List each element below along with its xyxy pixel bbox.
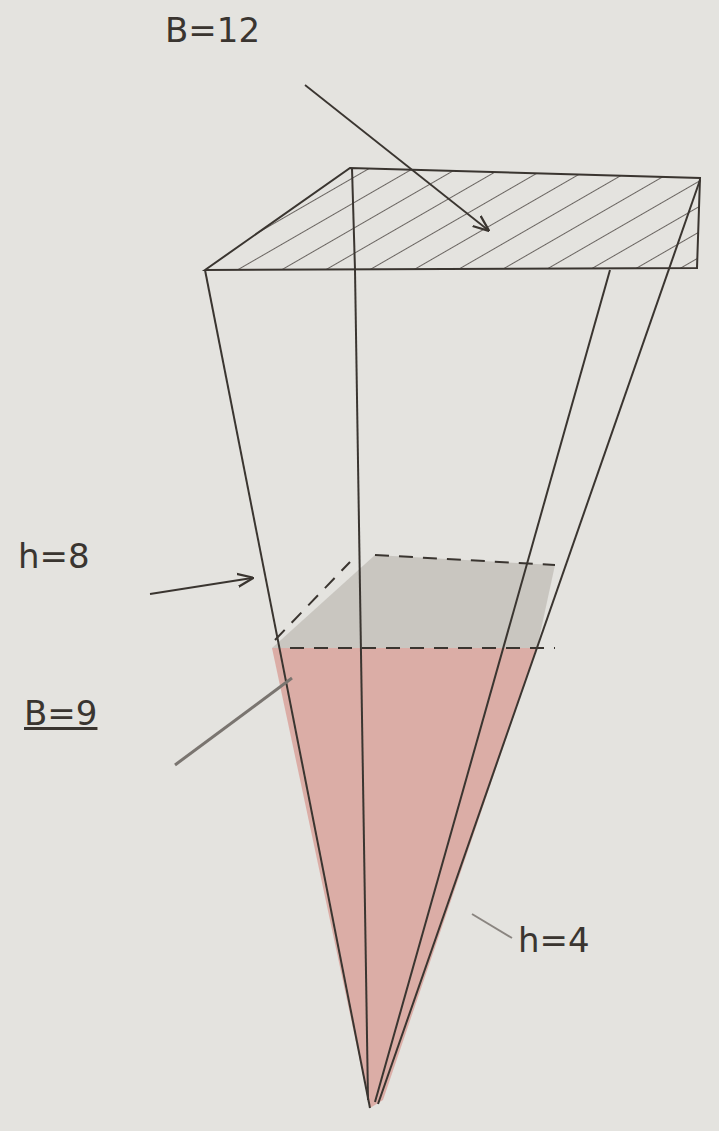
liquid <box>272 648 537 1108</box>
liquid-level <box>275 555 555 648</box>
liquid-surface <box>272 555 555 648</box>
leader-lines <box>150 85 512 938</box>
height-label: h=8 <box>18 538 90 575</box>
pyramid-edges <box>205 168 700 1108</box>
base-area-label: B=12 <box>165 12 260 49</box>
base-area-label: B=9 <box>24 695 97 732</box>
top-base <box>205 168 700 270</box>
height-label: h=4 <box>518 922 590 959</box>
